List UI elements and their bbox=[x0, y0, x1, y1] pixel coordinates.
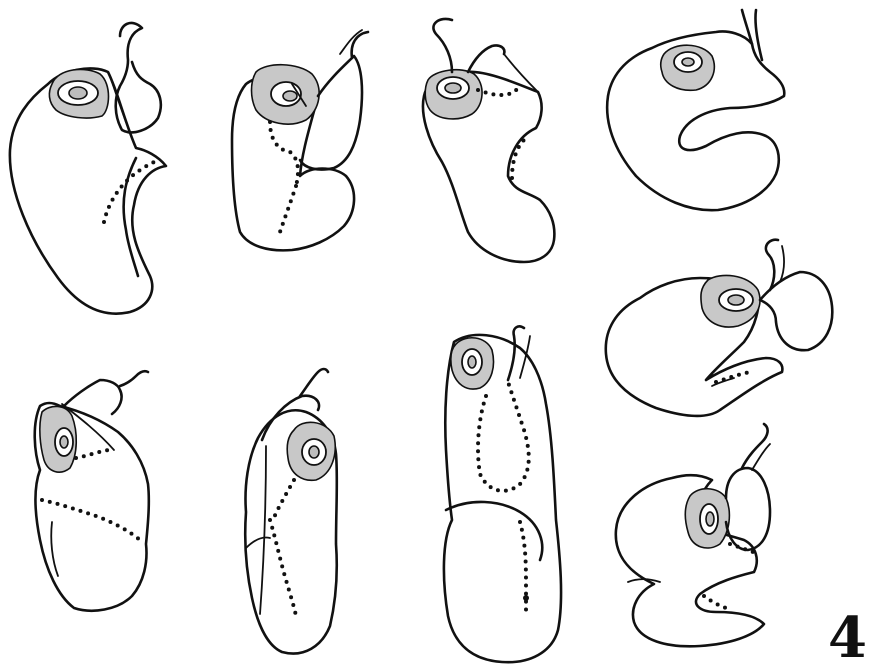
specimen-3 bbox=[423, 19, 554, 262]
specimen-7 bbox=[35, 371, 149, 610]
specimen-6 bbox=[616, 424, 770, 646]
specimen-8 bbox=[245, 369, 337, 654]
specimen-2 bbox=[232, 30, 368, 250]
specimen-4 bbox=[607, 10, 784, 210]
specimen-5 bbox=[606, 240, 833, 416]
specimen-9 bbox=[444, 326, 561, 662]
specimen-1 bbox=[10, 23, 166, 314]
plate-number: 4 bbox=[828, 610, 867, 666]
